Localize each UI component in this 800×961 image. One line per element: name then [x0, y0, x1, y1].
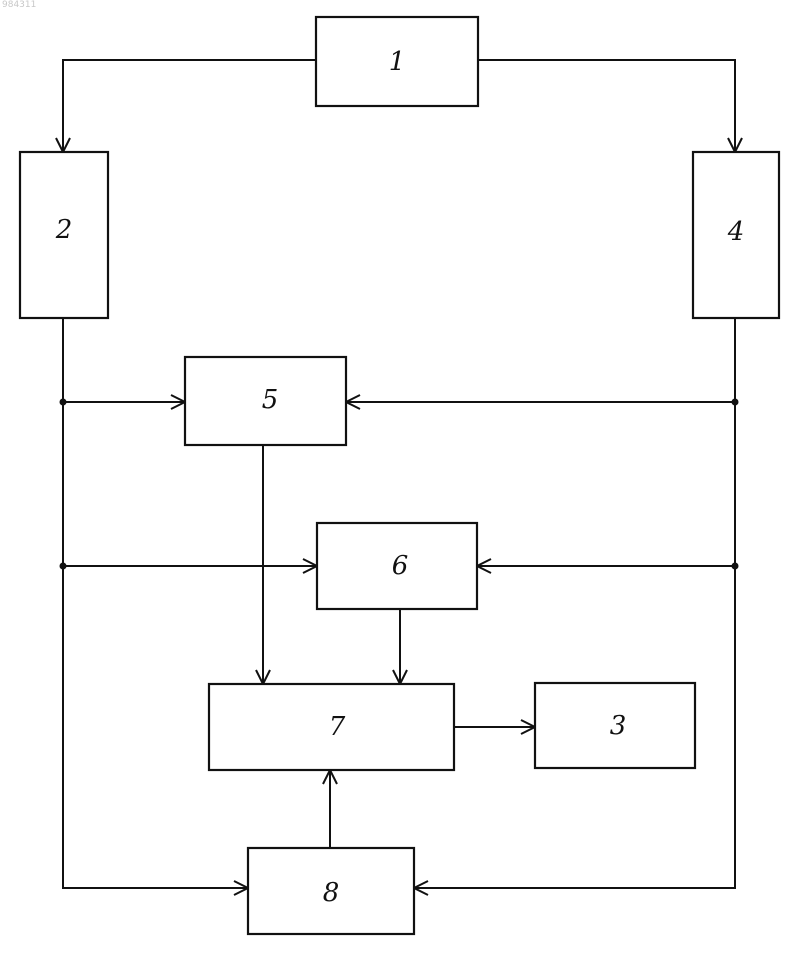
junction-dot	[732, 563, 739, 570]
block-8-label: 8	[323, 878, 340, 908]
junction-dot	[60, 399, 67, 406]
block-5-label: 5	[262, 385, 279, 415]
junction-dot	[732, 399, 739, 406]
block-3-label: 3	[610, 711, 627, 741]
wire-1-to-2	[63, 60, 316, 152]
block-5: 5	[185, 357, 346, 445]
block-3: 3	[535, 683, 695, 768]
block-8: 8	[248, 848, 414, 934]
block-2-label: 2	[55, 215, 73, 245]
block-6: 6	[317, 523, 477, 609]
block-7-label: 7	[329, 712, 346, 742]
junction-dot	[60, 563, 67, 570]
block-4: 4	[693, 152, 779, 318]
wire-1-to-4	[478, 60, 735, 152]
block-6-label: 6	[392, 551, 409, 581]
block-4-label: 4	[727, 217, 745, 247]
block-1: 1	[316, 17, 478, 106]
block-1-label: 1	[389, 47, 406, 77]
block-7: 7	[209, 684, 454, 770]
block-2: 2	[20, 152, 108, 318]
